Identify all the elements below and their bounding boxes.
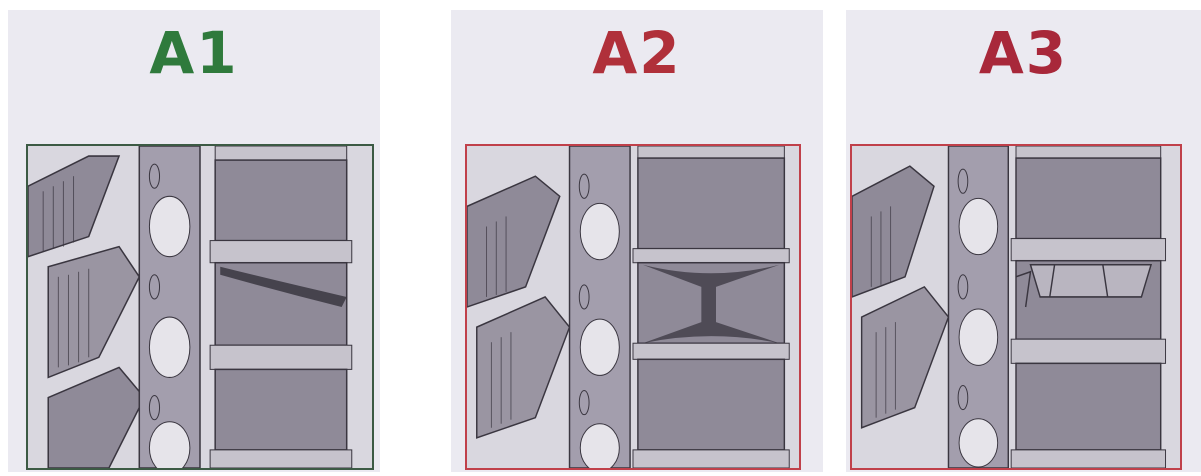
- panel-a3: A3: [846, 10, 1201, 472]
- panel-label-a2: A2: [451, 24, 823, 82]
- spine-illustration-a1: [26, 144, 374, 470]
- spine-illustration-a3: [850, 144, 1182, 470]
- panel-label-a3: A3: [846, 24, 1201, 82]
- spine-drawing-a3: [852, 146, 1180, 468]
- spine-drawing-a2: [467, 146, 799, 468]
- spine-illustration-a2: [465, 144, 801, 470]
- panel-a2: A2: [451, 10, 823, 472]
- panel-a1: A1: [8, 10, 380, 472]
- panel-label-a1: A1: [8, 24, 380, 82]
- spine-drawing-a1: [28, 146, 372, 468]
